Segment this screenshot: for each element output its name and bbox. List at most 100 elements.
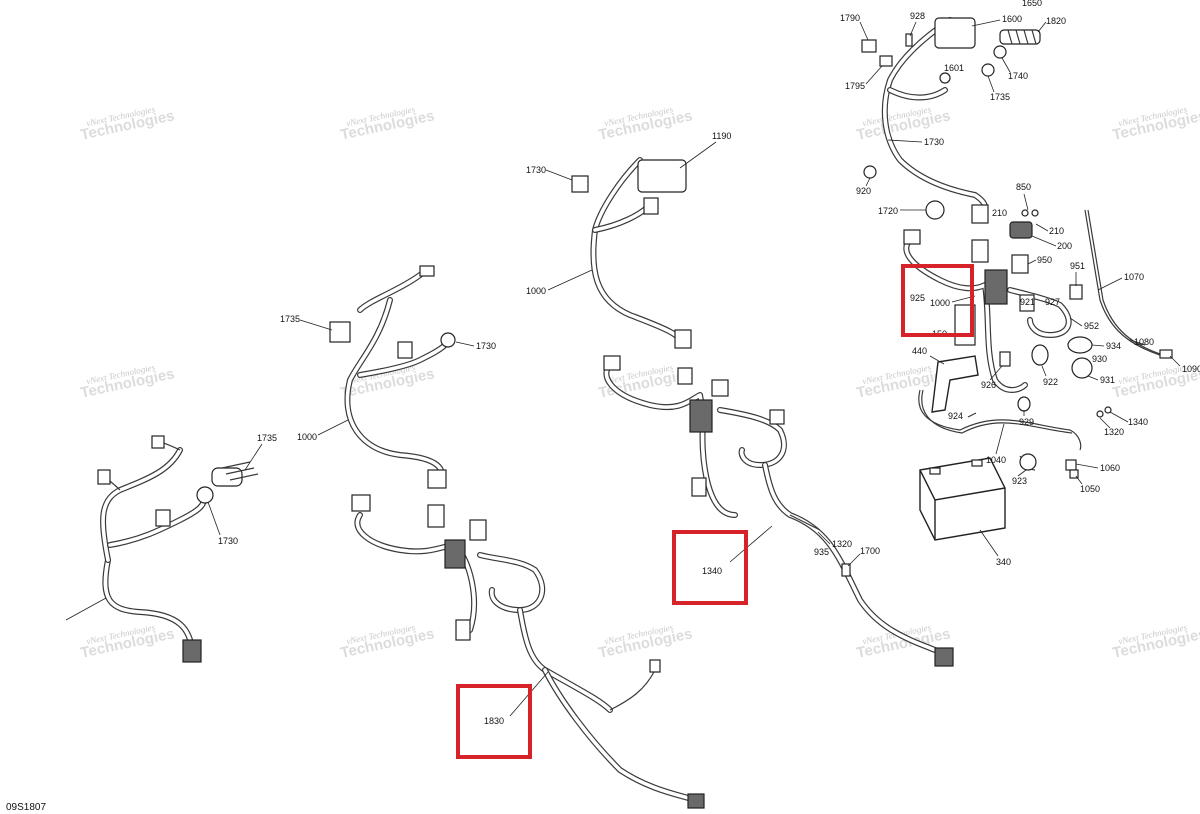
harness-cable-inner xyxy=(1008,288,1071,337)
leader-line xyxy=(317,419,349,436)
connector xyxy=(677,367,693,385)
watermark: Technologies vNext Technologies xyxy=(339,104,436,144)
watermark: Technologies vNext Technologies xyxy=(339,622,436,662)
harness-cable-inner xyxy=(345,298,444,482)
connector xyxy=(643,197,659,215)
tie-930 xyxy=(1071,357,1093,379)
module-1600 xyxy=(934,17,976,49)
part-label: 925 xyxy=(910,293,925,303)
bolt-1320 xyxy=(1096,410,1104,418)
part-label: 1735 xyxy=(280,314,300,324)
part-label: 1600 xyxy=(1002,14,1022,24)
part-label: 1830 xyxy=(484,716,504,726)
leader-line xyxy=(207,501,221,536)
harness-assembly-4: 1650 1790 928 1600 1820 1795 1601 1740 1… xyxy=(840,0,1200,567)
battery-terminal xyxy=(971,459,983,467)
connector xyxy=(571,175,589,193)
connector xyxy=(691,477,707,497)
plug-920 xyxy=(863,165,877,179)
part-label: 1070 xyxy=(1124,272,1144,282)
part-label: 1000 xyxy=(526,286,546,296)
connector-1790 xyxy=(861,39,877,53)
harness-cable xyxy=(542,667,698,803)
harness-cable-inner xyxy=(478,553,545,612)
nut-1080 xyxy=(1129,339,1146,346)
harness-cable-inner xyxy=(718,408,786,467)
watermark: Technologies vNext Technologies xyxy=(1111,104,1200,144)
connector xyxy=(155,509,171,527)
harness-cable-inner xyxy=(888,88,947,100)
grommet-1720 xyxy=(925,200,945,220)
watermark: Technologies vNext Technologies xyxy=(79,104,176,144)
harness-cable-inner xyxy=(358,273,422,312)
nut-1060 xyxy=(1065,459,1077,471)
watermark: Technologies vNext Technologies xyxy=(597,104,694,144)
part-label: 929 xyxy=(1019,417,1034,427)
leader-line xyxy=(1027,259,1037,265)
part-label: 1320 xyxy=(832,539,852,549)
leader-line xyxy=(545,169,573,181)
leader-line xyxy=(299,319,333,331)
tie-934 xyxy=(1067,336,1093,354)
leader-line xyxy=(455,341,475,347)
highlight-box xyxy=(456,684,532,759)
leader-line xyxy=(244,443,263,471)
leader-line xyxy=(1037,21,1047,33)
connector xyxy=(469,519,487,541)
nut-850 xyxy=(1021,209,1029,217)
connector xyxy=(196,486,214,504)
battery-cable-1070 xyxy=(1087,209,1164,356)
highlight-box xyxy=(672,530,748,605)
part-label: 1340 xyxy=(702,566,722,576)
clip-928 xyxy=(905,33,913,47)
part-label: 1700 xyxy=(860,546,880,556)
watermark: Technologies vNext Technologies xyxy=(597,622,694,662)
battery-terminal xyxy=(929,467,941,475)
connector xyxy=(687,793,705,809)
part-label: 200 xyxy=(1057,241,1072,251)
connector xyxy=(151,435,165,449)
fuse-box-150 xyxy=(984,269,1008,305)
harness-cable-inner xyxy=(543,668,697,802)
connector xyxy=(841,563,851,577)
harness-cable-inner xyxy=(763,463,937,652)
leader-line xyxy=(909,21,917,37)
part-label: 1790 xyxy=(840,13,860,23)
module-1600 xyxy=(637,159,687,193)
harness-cable xyxy=(477,552,546,613)
connector-926 xyxy=(999,351,1011,367)
part-label: 952 xyxy=(1084,321,1099,331)
nut-850 xyxy=(1031,209,1039,217)
clamp-922 xyxy=(1031,344,1049,366)
part-label: 850 xyxy=(1016,182,1031,192)
part-label: 931 xyxy=(1100,375,1115,385)
connector xyxy=(182,639,202,663)
part-label: 1000 xyxy=(297,432,317,442)
part-label: 1820 xyxy=(1046,16,1066,26)
leader-line xyxy=(1091,344,1105,347)
harness-cable-inner xyxy=(355,513,476,632)
leader-line xyxy=(1017,469,1027,477)
connector xyxy=(427,504,445,528)
grommet-1740 xyxy=(993,45,1007,59)
part-label: 928 xyxy=(910,11,925,21)
leader-line xyxy=(1087,375,1099,381)
leader-line xyxy=(1075,475,1083,485)
wire xyxy=(609,669,656,711)
leader-line xyxy=(1099,417,1111,429)
watermark: Technologies vNext Technologies xyxy=(1111,622,1200,662)
cover-1090 xyxy=(1159,349,1173,359)
harness-assembly-3: 1190 1730 1000 1340 1320 935 1700 xyxy=(526,131,954,667)
part-label: 210 xyxy=(1049,226,1064,236)
connector xyxy=(674,329,692,349)
connector-1601 xyxy=(939,72,951,84)
part-label: 1735 xyxy=(990,92,1010,102)
part-label: 1000 xyxy=(930,298,950,308)
part-label: 951 xyxy=(1070,261,1085,271)
leader-line xyxy=(989,365,1003,381)
leader-line xyxy=(817,531,831,545)
part-label: 1320 xyxy=(1104,427,1124,437)
leader-line xyxy=(1035,223,1049,232)
part-label: 1730 xyxy=(218,536,238,546)
